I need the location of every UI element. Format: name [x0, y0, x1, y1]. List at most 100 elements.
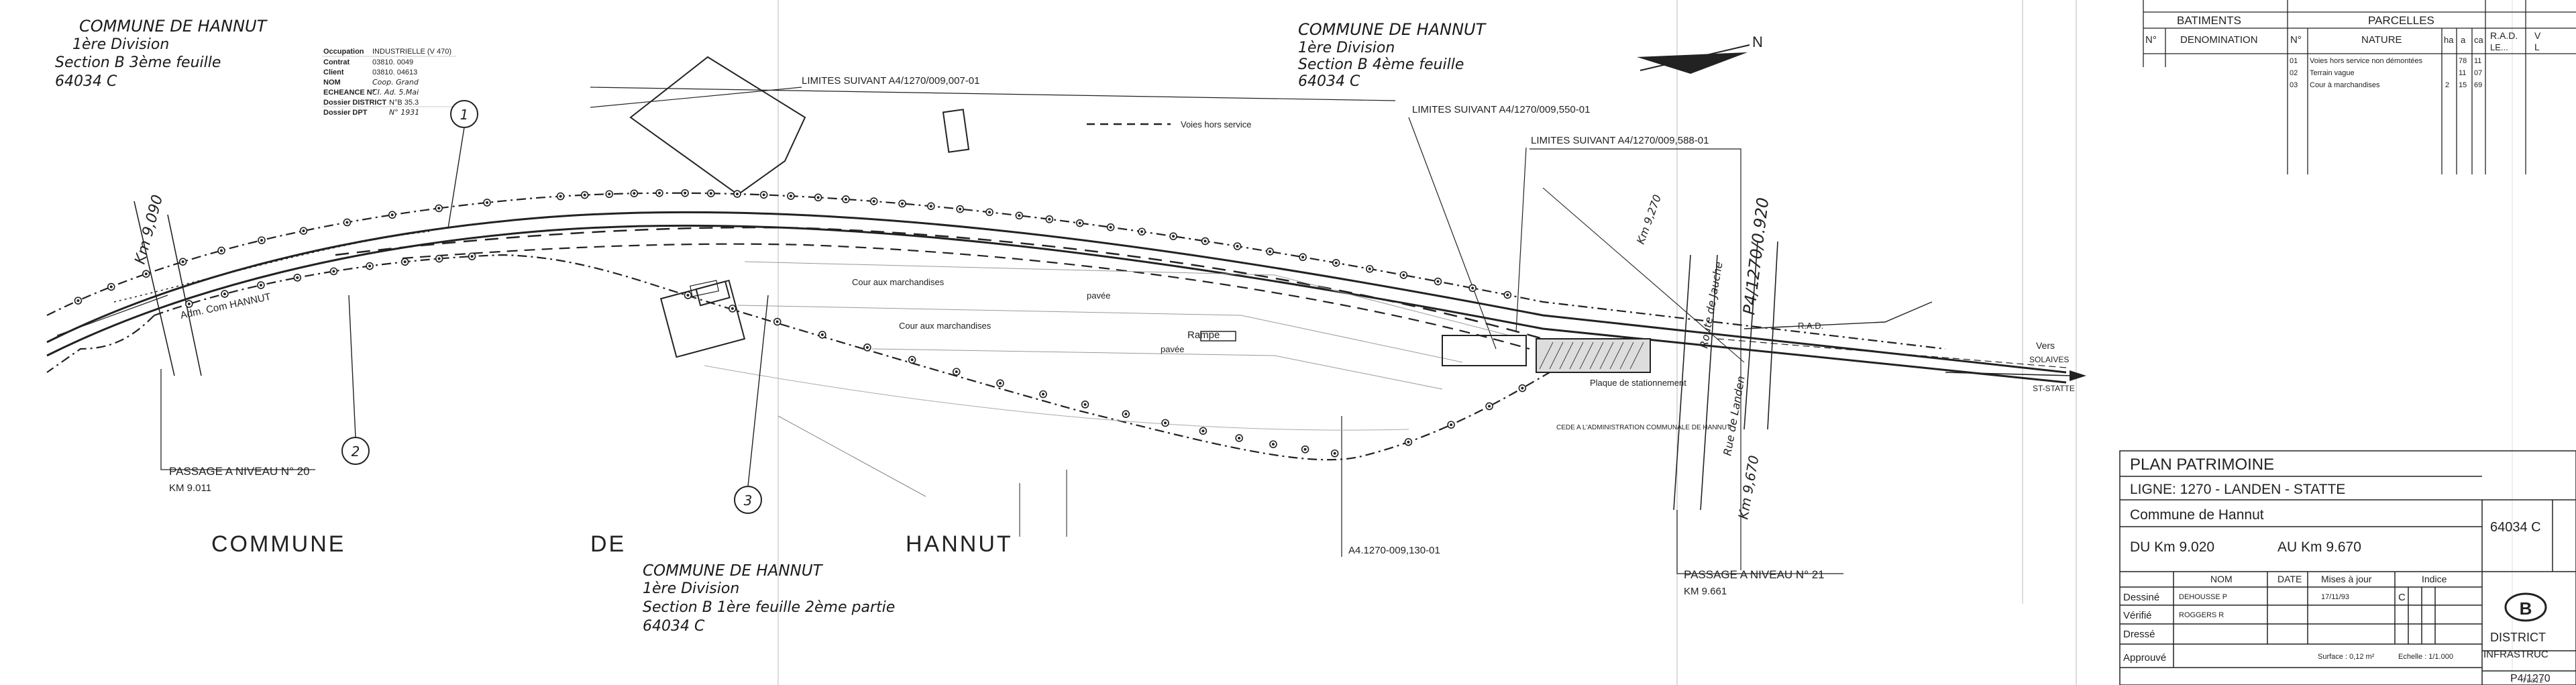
- commune-block-bottom: COMMUNE DE HANNUT 1ère Division Section …: [643, 562, 895, 635]
- boundary-marker-dot: [709, 192, 712, 195]
- boundary-marker-dot: [1450, 423, 1453, 427]
- boundary-marker-dot: [1301, 256, 1305, 259]
- boundary-marker-dot: [684, 191, 687, 195]
- mise-date: 17/11/93: [2321, 593, 2349, 601]
- boundary-marker-dot: [437, 207, 441, 210]
- row-dresse: Dressé: [2123, 629, 2155, 640]
- title-ligne: LIGNE: 1270 - LANDEN - STATTE: [2130, 482, 2345, 497]
- label-cede: CEDE A L'ADMINISTRATION COMMUNALE DE HAN…: [1556, 424, 1731, 431]
- svg-text:1: 1: [460, 107, 469, 123]
- mise-indice: C: [2398, 592, 2406, 603]
- boundary-marker-dot: [633, 192, 636, 195]
- boundary-marker-dot: [1124, 413, 1128, 416]
- boundary-marker-dot: [1042, 392, 1044, 396]
- boundary-marker-dot: [762, 193, 765, 197]
- boundary-marker-dot: [872, 200, 875, 203]
- boundary-marker-dot: [1203, 240, 1207, 243]
- svg-text:03: 03: [2290, 81, 2298, 89]
- boundary-marker-dot: [1172, 235, 1175, 238]
- district-2: INFRASTRUC: [2483, 649, 2548, 660]
- header-ca: ca: [2474, 35, 2484, 45]
- boundary-marker-dot: [789, 195, 792, 198]
- callout-1: 1: [447, 100, 478, 229]
- svg-text:3: 3: [744, 492, 753, 509]
- limit-leaders: [590, 87, 1741, 570]
- header-v: V: [2534, 30, 2541, 41]
- title-block: PLAN PATRIMOINE LIGNE: 1270 - LANDEN - S…: [2119, 450, 2576, 685]
- label-rampe: Rampe: [1187, 329, 1220, 341]
- boundary-marker-dot: [900, 202, 904, 205]
- boundary-marker-dot: [1436, 280, 1440, 283]
- passage-20-title: PASSAGE A NIVEAU N° 20: [169, 465, 310, 478]
- label-quai: Plaque de stationnement: [1590, 378, 1686, 388]
- passage-20: PASSAGE A NIVEAU N° 20 KM 9.011: [160, 369, 315, 494]
- boundary-marker-dot: [144, 272, 148, 276]
- big-hannut: HANNUT: [906, 531, 1013, 557]
- label-cour-2: Cour aux marchandises: [899, 321, 991, 331]
- header-le: LE...: [2490, 42, 2508, 52]
- label-pavee-1: pavée: [1087, 291, 1110, 301]
- boundary-marker-dot: [1521, 386, 1524, 390]
- big-commune: COMMUNE: [211, 531, 345, 557]
- boundary-marker-dot: [302, 229, 305, 233]
- boundary-marker-dot: [1201, 429, 1205, 433]
- boundary-marker-dot: [1402, 273, 1405, 276]
- legend-label: Voies hors service: [1181, 119, 1252, 129]
- info-label-echeance: ECHEANCE N°: [323, 89, 375, 97]
- commune-division: 1ère Division: [1298, 40, 1395, 56]
- table-row: 01 Voies hors service non démontées 78 1…: [2290, 57, 2481, 65]
- col-mises: Mises à jour: [2321, 574, 2372, 584]
- col-indice: Indice: [2422, 574, 2447, 584]
- boundary-marker-dot: [76, 299, 80, 303]
- title-plan-patrimoine: PLAN PATRIMOINE: [2130, 456, 2274, 474]
- commune-ref: 64034 C: [1298, 73, 1360, 90]
- north-arrow-icon: N: [1637, 34, 1763, 74]
- label-pavee-2: pavée: [1161, 344, 1184, 354]
- commune-block-top-left: COMMUNE DE HANNUT 1ère Division Section …: [55, 17, 268, 90]
- boundary-marker-dot: [559, 195, 562, 198]
- echelle-label: Echelle : 1/1.000: [2398, 653, 2453, 661]
- occupation-info-box: Occupation INDUSTRIELLE (V 470) Contrat …: [322, 48, 456, 117]
- col-nom: NOM: [2210, 574, 2233, 584]
- road-crossings: [133, 187, 1933, 537]
- boundary-marker-dot: [657, 191, 661, 195]
- boundary-marker-dot: [345, 221, 349, 224]
- boundary-marker-dot: [1018, 214, 1021, 217]
- svg-text:69: 69: [2474, 81, 2482, 89]
- boundary-marker-dot: [955, 370, 958, 374]
- boundary-marker-dot: [332, 270, 335, 273]
- svg-text:07: 07: [2474, 69, 2482, 77]
- info-label-occupation: Occupation: [323, 48, 364, 56]
- buildings: [629, 56, 970, 358]
- info-value-dpt: N° 1931: [389, 108, 419, 117]
- header-batiments: BATIMENTS: [2177, 14, 2241, 27]
- commune-big-label: COMMUNE DE HANNUT: [211, 531, 1013, 557]
- header-ha: ha: [2444, 35, 2454, 45]
- commune-division: 1ère Division: [72, 36, 169, 53]
- dessine-name: DEHOUSSE P: [2179, 593, 2227, 601]
- boundary-marker-dot: [1048, 217, 1051, 221]
- header-l: L: [2534, 42, 2540, 52]
- boundary-marker-dot: [1140, 230, 1144, 233]
- header-nature: NATURE: [2361, 34, 2402, 46]
- header-a: a: [2461, 35, 2466, 45]
- passage-21: PASSAGE A NIVEAU N° 21 KM 9.661: [1676, 510, 1843, 597]
- info-value-contrat: 03810. 0049: [372, 58, 413, 66]
- legend-out-of-service: Voies hors service: [1087, 119, 1252, 129]
- boundary-marker-dot: [998, 382, 1002, 385]
- svg-text:B: B: [2520, 598, 2532, 619]
- row-verifie: Vérifié: [2123, 610, 2152, 621]
- title-au-km: AU Km 9.670: [2277, 539, 2361, 555]
- boundary-marker-dot: [775, 320, 779, 323]
- commune-block-top-mid: COMMUNE DE HANNUT 1ère Division Section …: [1298, 20, 1487, 90]
- svg-text:Voies hors service non démonté: Voies hors service non démontées: [2310, 57, 2423, 65]
- svg-text:02: 02: [2290, 69, 2298, 77]
- label-rue-landen: Rue de Landen: [1721, 375, 1748, 457]
- boundary-marker-dot: [296, 276, 299, 279]
- label-cour-1: Cour aux marchandises: [852, 277, 945, 287]
- svg-text:01: 01: [2290, 57, 2298, 65]
- north-label: N: [1752, 34, 1763, 50]
- boundary-marker-dot: [223, 293, 226, 296]
- boundary-marker-dot: [1083, 403, 1087, 406]
